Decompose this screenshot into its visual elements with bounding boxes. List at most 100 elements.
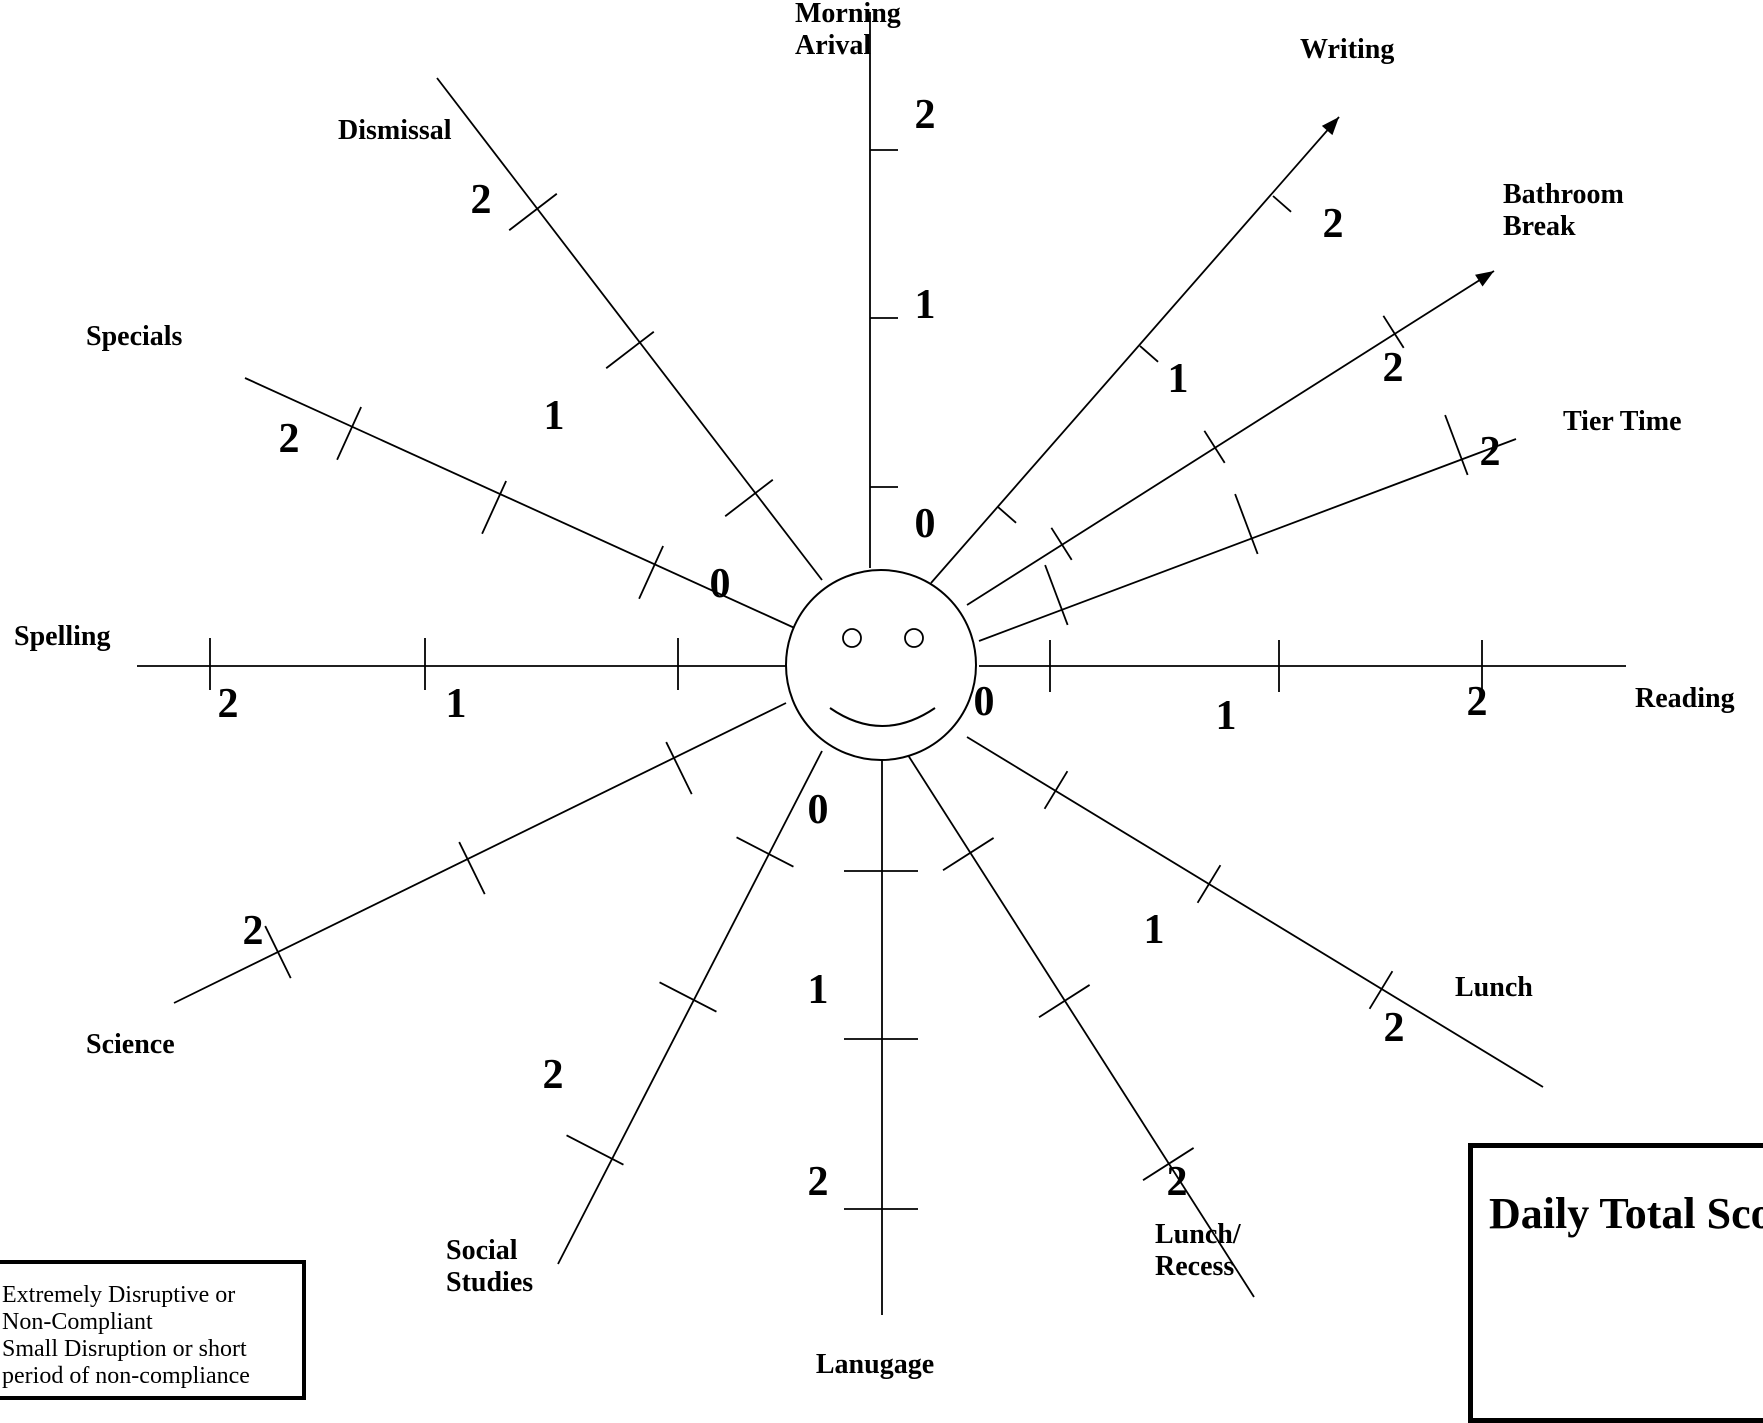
legend-line: Small Disruption or short <box>2 1336 247 1362</box>
tick-mark-writing-0 <box>997 506 1017 524</box>
score-label-reading-2: 2 <box>1467 679 1488 725</box>
score-label-writing-1: 1 <box>1168 356 1189 402</box>
score-label-spelling-2: 2 <box>218 681 239 727</box>
tick-mark-tier-time-2 <box>1444 414 1469 476</box>
smiley-face-icon <box>785 569 977 761</box>
score-label-dismissal-2: 2 <box>471 177 492 223</box>
spoke-label-line: Science <box>86 1029 175 1060</box>
score-label-morning-arrival-1: 1 <box>915 282 936 328</box>
score-label-dismissal-1: 1 <box>544 393 565 439</box>
score-label-language-0: 0 <box>808 787 829 833</box>
spoke-label-line: Arival <box>795 30 871 61</box>
spoke-line-writing <box>930 116 1340 584</box>
spoke-line-social-studies <box>557 750 823 1265</box>
tick-mark-science-2 <box>264 925 292 979</box>
spoke-label-language: Lanugage <box>816 1349 934 1380</box>
tick-mark-lunch-1 <box>1196 864 1222 904</box>
tick-mark-writing-1 <box>1139 345 1159 363</box>
tick-mark-science-0 <box>665 741 693 795</box>
tick-mark-tier-time-1 <box>1234 493 1259 555</box>
spoke-label-line: Bathroom <box>1503 179 1624 210</box>
spoke-label-spelling: Spelling <box>14 621 110 652</box>
score-label-language-2: 2 <box>808 1159 829 1205</box>
tick-mark-social-studies-0 <box>736 836 794 868</box>
tick-mark-lunch-0 <box>1043 770 1069 810</box>
tick-mark-social-studies-1 <box>659 981 717 1013</box>
tick-mark-specials-0 <box>638 545 664 600</box>
spoke-label-line: Specials <box>86 321 183 352</box>
score-label-bathroom-break-2: 2 <box>1383 345 1404 391</box>
tick-mark-bathroom-break-0 <box>1050 527 1073 561</box>
arrowhead-bathroom-break <box>1475 271 1494 287</box>
spoke-label-lunch: Lunch <box>1455 972 1533 1003</box>
tick-mark-dismissal-0 <box>724 479 774 517</box>
spoke-label-line: Reading <box>1635 683 1735 714</box>
daily-total-score-title: Daily Total Score <box>1489 1189 1763 1238</box>
spoke-label-lunch-recess: Lunch/Recess <box>1155 1219 1242 1282</box>
arrowhead-writing <box>1321 117 1339 136</box>
score-label-reading-0: 0 <box>974 679 995 725</box>
tick-mark-science-1 <box>458 841 486 895</box>
tick-mark-dismissal-2 <box>508 193 558 231</box>
spoke-line-bathroom-break <box>966 270 1495 606</box>
spokes-layer <box>137 12 1626 1315</box>
spoke-line-science <box>173 702 787 1004</box>
tick-mark-writing-2 <box>1272 195 1292 213</box>
spoke-line-dismissal <box>436 77 823 581</box>
score-label-specials-0: 0 <box>710 561 731 607</box>
tick-mark-specials-2 <box>336 406 362 461</box>
tick-mark-lunch-2 <box>1368 970 1394 1010</box>
spoke-label-line: Morning <box>795 0 901 29</box>
spoke-label-tier-time: Tier Time <box>1563 406 1682 437</box>
score-label-language-1: 1 <box>808 967 829 1013</box>
score-label-morning-arrival-2: 2 <box>915 92 936 138</box>
score-label-spelling-1: 1 <box>446 681 467 727</box>
spoke-line-specials <box>244 377 800 631</box>
spoke-label-line: Dismissal <box>338 115 452 146</box>
tick-mark-social-studies-2 <box>566 1134 624 1166</box>
spoke-label-line: Social <box>446 1235 518 1266</box>
spoke-label-line: Lanugage <box>816 1349 934 1380</box>
ticks-layer <box>209 149 1483 1210</box>
spoke-label-line: Writing <box>1300 34 1394 65</box>
score-label-social-studies-2: 2 <box>543 1052 564 1098</box>
score-label-lunch-recess-2: 2 <box>1167 1159 1188 1205</box>
spoke-line-lunch <box>966 736 1544 1088</box>
spoke-label-reading: Reading <box>1635 683 1735 714</box>
tick-mark-tier-time-0 <box>1044 564 1069 626</box>
score-label-lunch-2: 2 <box>1384 1005 1405 1051</box>
spoke-label-specials: Specials <box>86 321 183 352</box>
spoke-line-lunch-recess <box>905 751 1255 1298</box>
spoke-label-line: Tier Time <box>1563 406 1682 437</box>
spoke-label-line: Lunch/ <box>1155 1219 1242 1250</box>
spoke-label-line: Spelling <box>14 621 110 652</box>
score-label-lunch-1: 1 <box>1144 907 1165 953</box>
daily-total-score-box[interactable]: Daily Total Score <box>1468 1143 1763 1423</box>
legend-line: period of non-compliance <box>2 1363 250 1389</box>
spoke-line-tier-time <box>978 438 1517 642</box>
legend-line: Extremely Disruptive or <box>2 1282 236 1308</box>
tick-mark-bathroom-break-2 <box>1382 315 1405 349</box>
spoke-label-line: Break <box>1503 211 1576 242</box>
tick-mark-bathroom-break-1 <box>1203 430 1226 464</box>
spoke-label-line: Studies <box>446 1267 533 1298</box>
score-label-tier-time-2: 2 <box>1480 429 1501 475</box>
tick-mark-specials-1 <box>481 480 507 535</box>
spoke-label-line: Recess <box>1155 1251 1234 1282</box>
spoke-label-science: Science <box>86 1029 175 1060</box>
score-label-writing-2: 2 <box>1323 201 1344 247</box>
tick-mark-lunch-recess-1 <box>1038 984 1091 1018</box>
score-label-morning-arrival-0: 0 <box>915 501 936 547</box>
score-label-reading-1: 1 <box>1216 693 1237 739</box>
spoke-label-writing: Writing <box>1300 34 1394 65</box>
score-label-specials-2: 2 <box>279 416 300 462</box>
spoke-label-dismissal: Dismissal <box>338 115 452 146</box>
